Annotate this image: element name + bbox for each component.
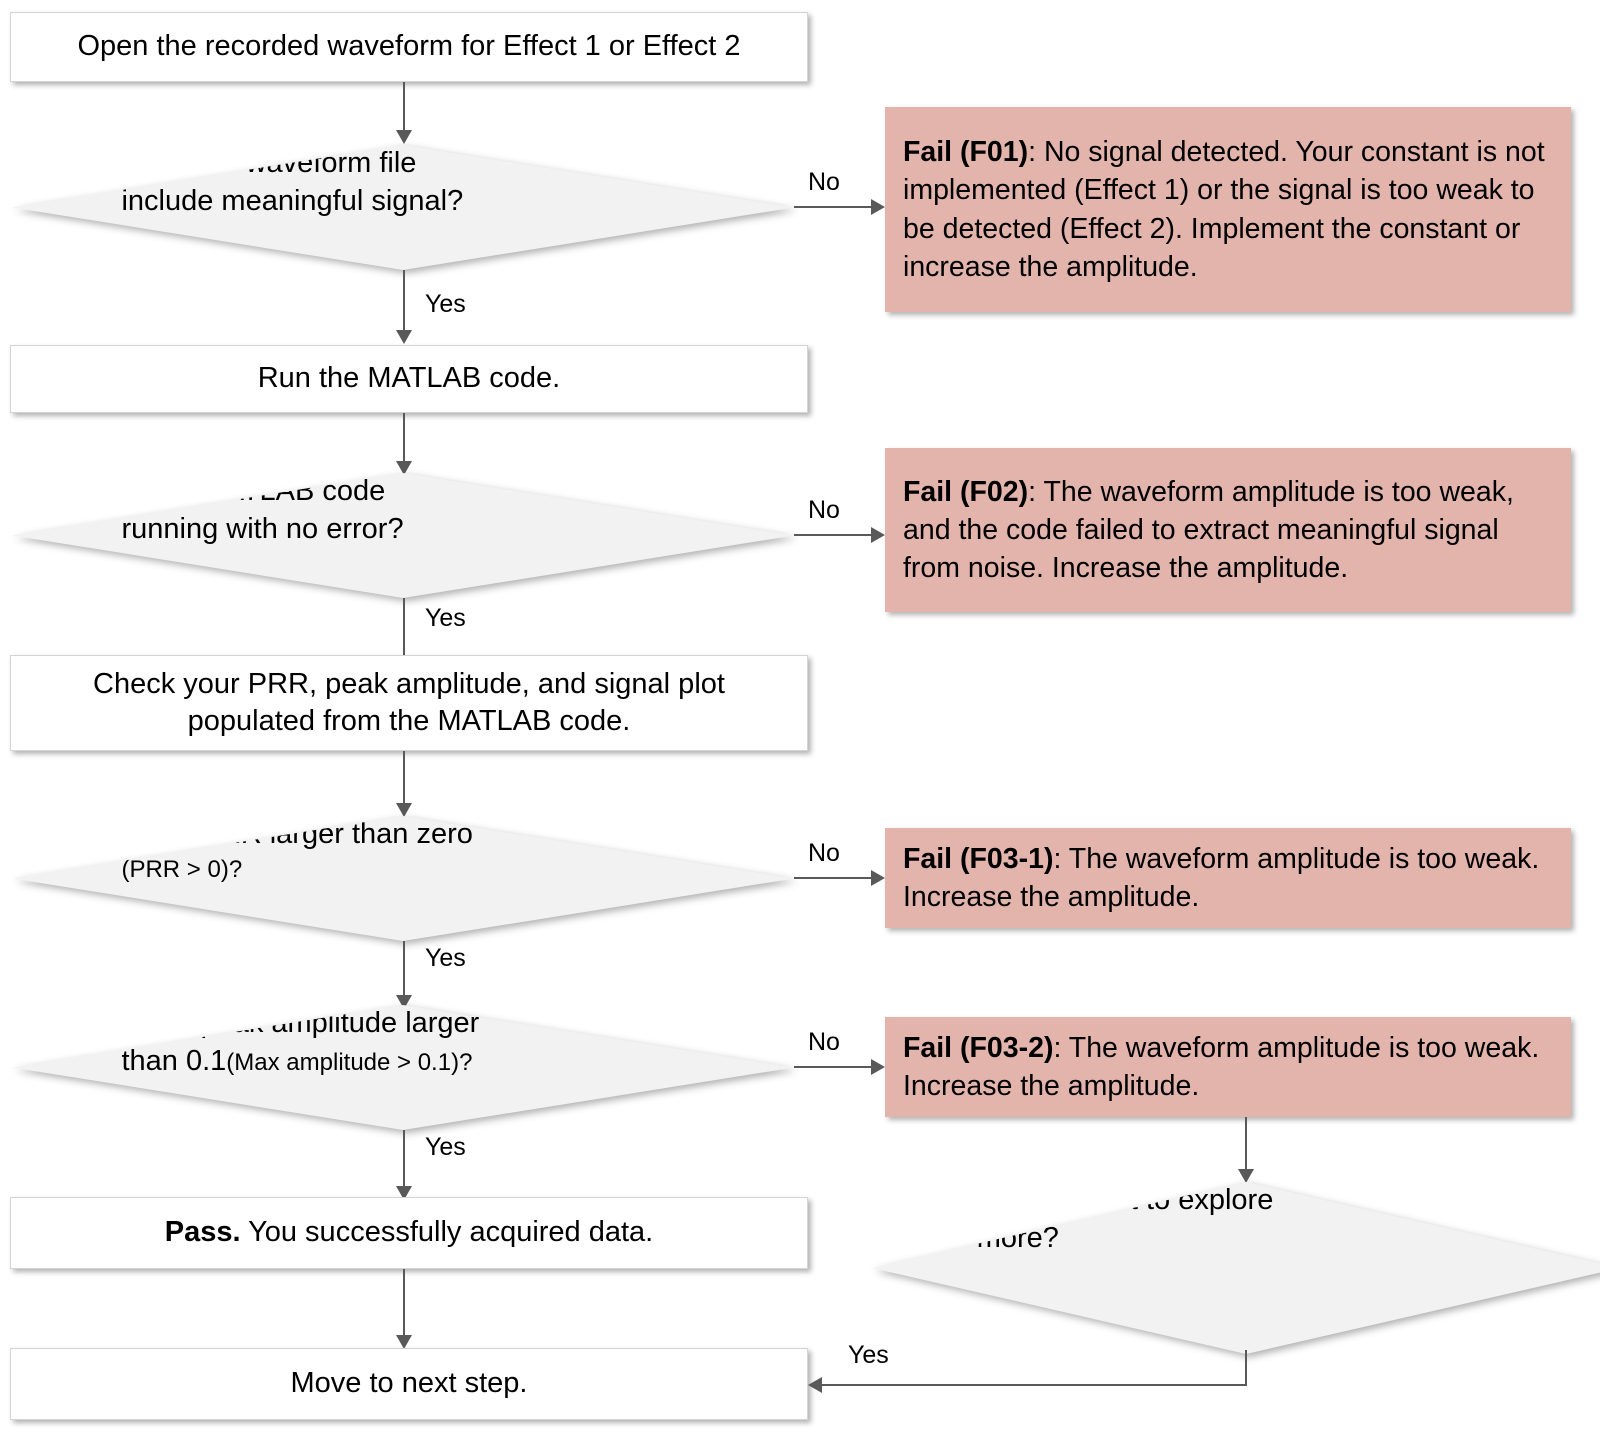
edge-label-no-1: No: [808, 168, 840, 196]
node-decision-peak-amplitude: Is the peak amplitude larger than 0.1(Ma…: [12, 1005, 794, 1130]
arrowhead-d1-to-f01: [871, 199, 885, 215]
connector-pass-to-next: [403, 1269, 405, 1337]
arrowhead-d2-to-f02: [871, 527, 885, 543]
node-open-waveform: Open the recorded waveform for Effect 1 …: [10, 12, 808, 82]
decision-prr-line2: (PRR > 0)?: [121, 855, 243, 883]
node-check-prr: Check your PRR, peak amplitude, and sign…: [10, 655, 808, 751]
fail-f03-2-text: The waveform amplitude is too weak. Incr…: [903, 1031, 1540, 1102]
fail-f03-1-separator: :: [1053, 842, 1069, 875]
node-pass-label: Pass.: [164, 1216, 241, 1249]
fail-f03-2-separator: :: [1053, 1031, 1069, 1064]
node-decision-explore-more: Do you want to explore more?: [872, 1182, 1600, 1354]
connector-explore-down: [1245, 1350, 1247, 1386]
connector-run-to-d2: [403, 413, 405, 463]
edge-label-no-3: No: [808, 839, 840, 867]
node-move-next-step-label: Move to next step.: [290, 1367, 528, 1400]
node-check-prr-line1: Check your PRR, peak amplitude, and sign…: [93, 667, 725, 700]
arrowhead-check-to-d3: [396, 803, 412, 817]
node-run-matlab: Run the MATLAB code.: [10, 345, 808, 413]
decision-no-error-line1: Is the MATLAB code: [121, 475, 386, 507]
edge-label-yes-explore: Yes: [848, 1341, 889, 1369]
arrowhead-d1-to-run-matlab: [396, 330, 412, 344]
arrowhead-f032-to-explore: [1238, 1169, 1254, 1183]
edge-label-yes-1: Yes: [425, 290, 466, 318]
arrowhead-d4-to-pass: [396, 1186, 412, 1200]
arrowhead-explore-to-next: [808, 1377, 822, 1393]
decision-peak-amp-line2-small: (Max amplitude > 0.1)?: [226, 1048, 473, 1076]
fail-f02-label: Fail (F02): [903, 475, 1029, 508]
connector-d2-to-check-prr: [403, 598, 405, 658]
connector-open-to-d1: [403, 82, 405, 132]
edge-label-yes-3: Yes: [425, 944, 466, 972]
decision-meaningful-signal-line1: Does the waveform file: [121, 147, 417, 179]
node-pass-text: You successfully acquired data.: [240, 1216, 654, 1249]
connector-f032-to-explore: [1245, 1117, 1247, 1171]
decision-no-error-line2: running with no error?: [121, 512, 404, 545]
node-fail-f03-1: Fail (F03-1): The waveform amplitude is …: [885, 828, 1571, 928]
arrowhead-d4-to-f032: [871, 1059, 885, 1075]
fail-f01-text: No signal detected. Your constant is not…: [903, 136, 1545, 283]
decision-peak-amp-line1: Is the peak amplitude larger: [121, 1007, 480, 1039]
edge-label-yes-4: Yes: [425, 1133, 466, 1161]
connector-d3-to-f031: [794, 877, 871, 879]
decision-prr-line1: Is the PRR larger than zero: [121, 818, 473, 850]
decision-meaningful-signal-line2: include meaningful signal?: [121, 184, 464, 217]
connector-d3-to-d4: [403, 941, 405, 997]
connector-d4-to-f032: [794, 1066, 871, 1068]
edge-label-no-4: No: [808, 1028, 840, 1056]
node-run-matlab-label: Run the MATLAB code.: [257, 362, 561, 395]
edge-label-yes-2: Yes: [425, 604, 466, 632]
node-fail-f01: Fail (F01): No signal detected. Your con…: [885, 107, 1571, 312]
arrowhead-run-to-d2: [396, 461, 412, 475]
fail-f03-2-label: Fail (F03-2): [903, 1031, 1054, 1064]
fail-f02-separator: :: [1028, 475, 1044, 508]
connector-d1-to-run-matlab: [403, 270, 405, 332]
connector-d2-to-f02: [794, 534, 871, 536]
node-decision-prr-gt-zero: Is the PRR larger than zero (PRR > 0)?: [12, 816, 794, 941]
arrowhead-pass-to-next: [396, 1335, 412, 1349]
connector-d4-to-pass: [403, 1130, 405, 1188]
decision-explore-line2: more?: [976, 1221, 1059, 1254]
connector-explore-to-next: [822, 1384, 1247, 1386]
node-open-waveform-label: Open the recorded waveform for Effect 1 …: [77, 30, 741, 63]
edge-label-no-2: No: [808, 496, 840, 524]
fail-f01-separator: :: [1028, 136, 1044, 169]
decision-explore-line1: Do you want to explore: [976, 1184, 1274, 1216]
decision-peak-amp-line2-main: than 0.1: [121, 1044, 227, 1077]
fail-f03-1-label: Fail (F03-1): [903, 842, 1054, 875]
node-decision-no-error: Is the MATLAB code running with no error…: [12, 473, 794, 598]
connector-d1-to-f01: [794, 206, 871, 208]
fail-f03-1-text: The waveform amplitude is too weak. Incr…: [903, 842, 1540, 913]
arrowhead-open-to-d1: [396, 130, 412, 144]
connector-check-to-d3: [403, 751, 405, 805]
node-move-next-step: Move to next step.: [10, 1348, 808, 1420]
arrowhead-d3-to-f031: [871, 870, 885, 886]
fail-f01-label: Fail (F01): [903, 136, 1029, 169]
fail-f02-text: The waveform amplitude is too weak, and …: [903, 475, 1514, 585]
node-pass: Pass. You successfully acquired data.: [10, 1197, 808, 1269]
node-fail-f02: Fail (F02): The waveform amplitude is to…: [885, 448, 1571, 612]
node-fail-f03-2: Fail (F03-2): The waveform amplitude is …: [885, 1017, 1571, 1117]
node-decision-meaningful-signal: Does the waveform file include meaningfu…: [12, 145, 794, 270]
node-check-prr-line2: populated from the MATLAB code.: [187, 705, 631, 737]
